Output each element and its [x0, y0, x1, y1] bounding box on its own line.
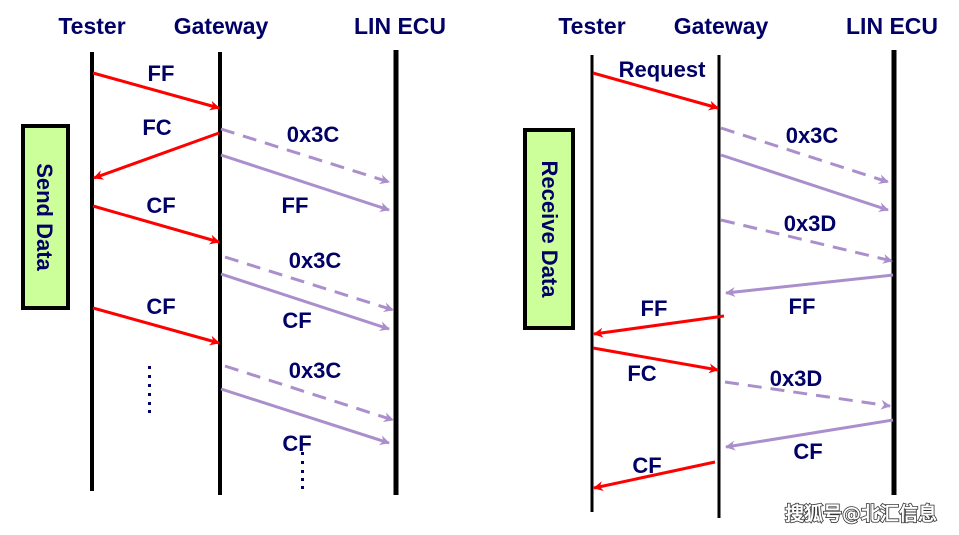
watermark: 搜狐号@北汇信息	[785, 502, 937, 525]
arrow-cf-lin-gateway	[725, 418, 894, 451]
msg-label: 0x3D	[770, 366, 823, 391]
arrow-fc-tester-gateway	[592, 346, 719, 374]
msg-label: 0x3D	[784, 211, 837, 236]
arrow-0x3d-dashed-1	[720, 218, 893, 264]
arrow-cf-gateway-lin-1	[220, 272, 390, 331]
participant-lin-ecu: LIN ECU	[354, 13, 446, 39]
arrow-ff-lin-gateway	[725, 273, 894, 298]
msg-label: 0x3C	[287, 122, 340, 147]
msg-label: FC	[142, 115, 171, 140]
participant-tester: Tester	[558, 13, 625, 39]
participant-lin-ecu: LIN ECU	[846, 13, 938, 39]
arrow-ff-gateway-tester	[593, 314, 725, 338]
continuation-dots-lin	[301, 452, 304, 489]
msg-label: CF	[282, 431, 311, 456]
msg-label: FF	[641, 296, 668, 321]
arrow-0x3c-dashed	[220, 127, 390, 185]
msg-label: FF	[148, 61, 175, 86]
msg-label: 0x3C	[786, 123, 839, 148]
msg-label: CF	[146, 294, 175, 319]
arrow-fc-gateway-tester	[93, 131, 220, 180]
arrow-cf-tester-gateway-2	[92, 306, 220, 346]
participant-tester: Tester	[58, 13, 125, 39]
arrow-0x3d-dashed-2	[724, 380, 891, 410]
participant-gateway: Gateway	[174, 13, 269, 39]
phase-label-receive: Receive Data	[537, 161, 562, 299]
arrow-ff-gateway-lin	[220, 153, 390, 212]
arrow-ff-tester-gateway	[92, 71, 220, 111]
arrow-0x3c-dashed-3	[224, 364, 394, 423]
msg-label: CF	[793, 439, 822, 464]
continuation-dots-tester	[148, 366, 151, 413]
send-data-diagram: Tester Gateway LIN ECU Send Data FF FC 0…	[21, 13, 446, 495]
msg-label: CF	[632, 453, 661, 478]
arrow-0x3c-dashed	[720, 126, 889, 184]
participant-gateway: Gateway	[674, 13, 769, 39]
msg-label: 0x3C	[289, 248, 342, 273]
arrow-request-tester-gateway	[592, 71, 719, 111]
msg-label: 0x3C	[289, 358, 342, 383]
arrow-cf-gateway-lin-2	[220, 387, 390, 446]
phase-box-send: Send Data	[21, 124, 70, 310]
arrow-cf-gateway-tester	[593, 460, 716, 491]
msg-label: CF	[146, 193, 175, 218]
msg-label: CF	[282, 308, 311, 333]
arrow-cf-tester-gateway-1	[92, 204, 220, 245]
msg-label: FF	[789, 294, 816, 319]
msg-label: Request	[619, 57, 706, 82]
msg-label: FF	[282, 193, 309, 218]
phase-box-receive: Receive Data	[523, 128, 575, 330]
receive-data-diagram: Tester Gateway LIN ECU Receive Data Requ…	[523, 13, 938, 518]
msg-label: FC	[627, 361, 656, 386]
arrow-gateway-lin-solid	[720, 153, 889, 212]
arrow-0x3c-dashed-2	[224, 255, 394, 313]
phase-label-send: Send Data	[32, 163, 57, 271]
